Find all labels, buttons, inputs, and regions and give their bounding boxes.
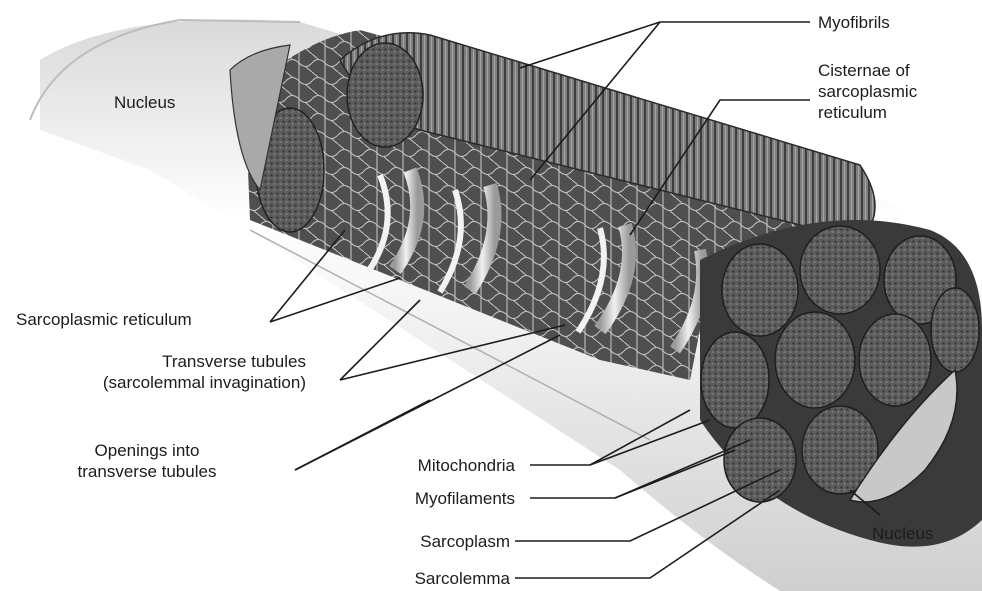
label-sarcolemma: Sarcolemma: [350, 568, 510, 589]
label-openings: Openings into transverse tubules: [38, 440, 256, 482]
label-cisternae: Cisternae of sarcoplasmic reticulum: [818, 60, 917, 123]
label-sarcoplasm: Sarcoplasm: [350, 531, 510, 552]
label-transverse-line1: Transverse tubules: [8, 351, 306, 372]
label-cisternae-line2: sarcoplasmic: [818, 81, 917, 102]
label-nucleus-right: Nucleus: [872, 523, 933, 544]
label-sarcoplasmic-reticulum: Sarcoplasmic reticulum: [16, 309, 192, 330]
label-myofilaments: Myofilaments: [350, 488, 515, 509]
label-transverse-line2: (sarcolemmal invagination): [8, 372, 306, 393]
label-nucleus-left: Nucleus: [114, 92, 175, 113]
label-mitochondria: Mitochondria: [350, 455, 515, 476]
label-myofibrils: Myofibrils: [818, 12, 890, 33]
label-openings-line1: Openings into: [38, 440, 256, 461]
label-cisternae-line1: Cisternae of: [818, 60, 917, 81]
label-cisternae-line3: reticulum: [818, 102, 917, 123]
label-openings-line2: transverse tubules: [38, 461, 256, 482]
label-transverse-tubules: Transverse tubules (sarcolemmal invagina…: [8, 351, 306, 393]
